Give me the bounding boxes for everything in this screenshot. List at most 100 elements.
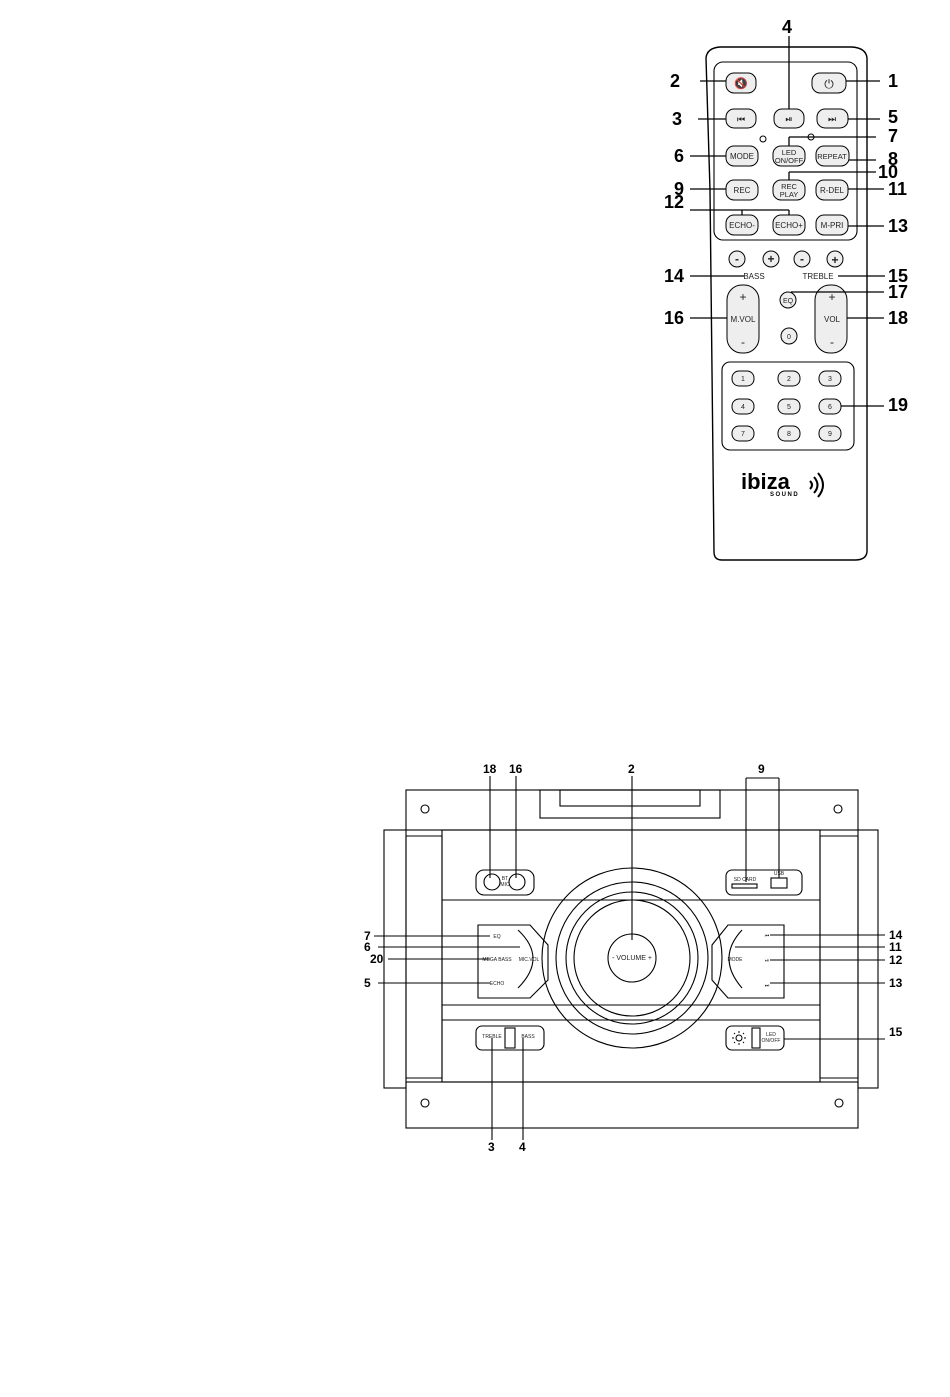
led-switch[interactable] [751, 1027, 761, 1049]
play-pause-icon: ⏯ [785, 114, 792, 124]
num-3-label: 3 [828, 376, 832, 383]
callout-10: 10 [878, 162, 898, 182]
callout-16: 16 [664, 308, 684, 328]
echo-panel-label: ECHO [490, 981, 505, 987]
mode-knob[interactable] [728, 929, 743, 989]
eq-label: EQ [783, 298, 794, 305]
speaker-callout-lines [374, 776, 885, 1140]
r-del-button[interactable] [815, 179, 849, 201]
bass-minus-button[interactable] [728, 250, 746, 268]
num-5-button[interactable] [777, 398, 801, 415]
sp-callout-6: 6 [364, 940, 371, 954]
bass-plus-button[interactable] [762, 250, 780, 268]
num-1-button[interactable] [731, 370, 755, 387]
callout-17: 17 [888, 282, 908, 302]
callout-6: 6 [674, 146, 684, 166]
led-pod [725, 1025, 785, 1051]
sd-card-slot[interactable] [731, 883, 758, 889]
num-5-label: 5 [787, 404, 791, 411]
input-jack-2[interactable] [508, 873, 526, 891]
num-8-button[interactable] [777, 425, 801, 442]
carry-handle [539, 789, 721, 819]
rec-label: REC [734, 186, 751, 195]
handle-grip [559, 789, 701, 807]
speaker-callouts: 18 16 2 9 7 6 20 5 14 11 12 13 15 3 4 [364, 762, 903, 1154]
left-control-pod [477, 924, 549, 999]
callout-11: 11 [888, 179, 907, 199]
callout-4: 4 [782, 17, 792, 37]
power-button[interactable] [811, 72, 847, 94]
rec-play-label-2: PLAY [780, 190, 799, 199]
next-icon: ⏭ [828, 114, 836, 124]
echo-plus-label: ECHO+ [775, 221, 803, 230]
callout-2: 2 [670, 71, 680, 91]
sp-callout-15: 15 [889, 1025, 903, 1039]
input-jack-1[interactable] [483, 873, 501, 891]
bass-label: BASS [743, 272, 764, 281]
remote-top-panel [713, 61, 858, 241]
callout-3: 3 [672, 109, 682, 129]
callout-19: 19 [888, 395, 908, 415]
callout-18: 18 [888, 308, 908, 328]
sp-callout-2: 2 [628, 762, 635, 776]
eq-button[interactable] [779, 291, 797, 309]
vol-label: VOL [824, 315, 841, 324]
m-pri-label: M-PRI [821, 221, 844, 230]
m-pri-button[interactable] [815, 214, 849, 236]
sp-callout-5: 5 [364, 976, 371, 990]
eq-panel-label: EQ [493, 934, 500, 940]
treble-label: TREBLE [802, 272, 833, 281]
bass-minus-label: - [735, 252, 739, 266]
power-icon: ⏻ [824, 77, 834, 91]
num-8-label: 8 [787, 431, 791, 438]
num-2-button[interactable] [777, 370, 801, 387]
treble-minus-label: - [800, 252, 804, 266]
treble-panel-label: TREBLE [482, 1034, 502, 1040]
sp-callout-4: 4 [519, 1140, 526, 1154]
repeat-button[interactable] [815, 145, 850, 167]
num-9-button[interactable] [818, 425, 842, 442]
usb-port[interactable] [770, 877, 788, 889]
bass-plus-label: + [767, 252, 774, 266]
callout-13: 13 [888, 216, 908, 236]
sp-callout-18: 18 [483, 762, 497, 776]
treble-bass-slider[interactable] [504, 1027, 516, 1049]
volume-label: - VOLUME + [612, 955, 652, 962]
media-pod [725, 869, 803, 896]
sp-callout-13: 13 [889, 976, 903, 990]
num-2-label: 2 [787, 376, 791, 383]
speaker-right-side [857, 829, 879, 1089]
num-7-button[interactable] [731, 425, 755, 442]
echo-minus-label: ECHO- [729, 221, 755, 230]
screw-top-left [420, 804, 430, 814]
num-1-label: 1 [741, 376, 745, 383]
remote-callouts: 1 2 3 4 5 6 7 8 9 10 11 12 13 14 15 16 1… [664, 17, 908, 415]
num-4-button[interactable] [731, 398, 755, 415]
led-panel-label-1: LED [766, 1032, 776, 1038]
callout-5: 5 [888, 107, 898, 127]
mute-button[interactable] [725, 72, 757, 94]
num-3-button[interactable] [818, 370, 842, 387]
callout-8: 8 [888, 149, 898, 169]
callout-9: 9 [674, 179, 684, 199]
mvol-minus-label: - [741, 335, 745, 349]
sp-callout-12: 12 [889, 953, 903, 967]
rec-play-label-1: REC [781, 182, 797, 191]
vol-minus-label: - [830, 335, 834, 349]
zero-button[interactable] [780, 327, 798, 345]
mic-vol-label: MIC.VOL [519, 957, 540, 963]
led-label-2: ON/OFF [775, 156, 804, 165]
mic-vol-knob[interactable] [517, 929, 534, 989]
treble-minus-button[interactable] [793, 250, 811, 268]
num-9-label: 9 [828, 431, 832, 438]
treble-plus-button[interactable] [826, 250, 844, 268]
master-volume-rocker[interactable] [726, 284, 760, 354]
screw-bottom-right [834, 1098, 844, 1108]
sp-callout-16: 16 [509, 762, 523, 776]
volume-rocker[interactable] [814, 284, 848, 354]
r-del-label: R-DEL [820, 186, 845, 195]
rec-button[interactable] [725, 179, 759, 201]
mvol-plus-label: + [739, 290, 746, 304]
mega-bass-label: MEGA BASS [482, 957, 512, 963]
